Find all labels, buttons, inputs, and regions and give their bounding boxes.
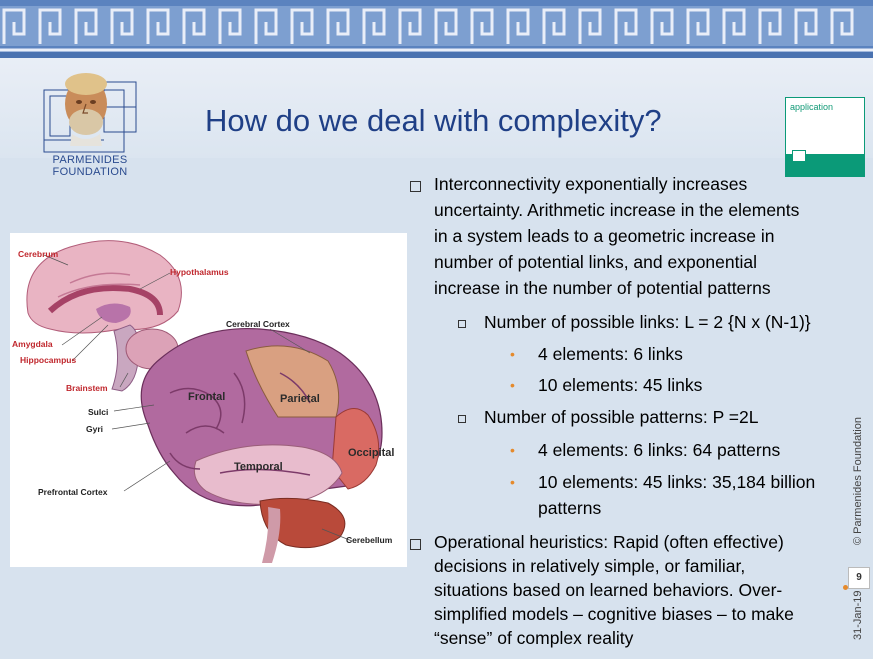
bullet-line: decisions in relatively simple, or famil… bbox=[434, 556, 746, 576]
label-amygdala: Amygdala bbox=[12, 339, 53, 349]
small-square-bullet-icon bbox=[458, 415, 466, 423]
logo-text-foundation: FOUNDATION bbox=[52, 166, 128, 178]
label-frontal: Frontal bbox=[188, 391, 226, 403]
brain-illustration: Cerebrum Hypothalamus Amygdala Hippocamp… bbox=[10, 233, 407, 567]
label-brainstem: Brainstem bbox=[66, 383, 108, 393]
label-cerebral-cortex: Cerebral Cortex bbox=[226, 319, 290, 329]
bullet-line: increase in the number of potential patt… bbox=[434, 278, 771, 298]
logo-text-parmenides: PARMENIDES bbox=[52, 154, 128, 166]
label-temporal: Temporal bbox=[234, 461, 283, 473]
page-marker-dot bbox=[843, 585, 848, 590]
small-square-bullet-icon bbox=[458, 320, 466, 328]
footer-copyright: © Parmenides Foundation bbox=[852, 417, 864, 545]
application-badge-label: application bbox=[790, 102, 834, 112]
label-occipital: Occipital bbox=[348, 447, 395, 459]
bullet-line: uncertainty. Arithmetic increase in the … bbox=[434, 200, 800, 220]
orange-dot-icon: • bbox=[510, 346, 515, 362]
detail-text: 10 elements: 45 links: 35,184 billion bbox=[538, 472, 816, 492]
parmenides-logo bbox=[42, 60, 142, 178]
label-cerebrum: Cerebrum bbox=[18, 249, 59, 259]
bullet-line: “sense” of complex reality bbox=[434, 628, 634, 648]
bullet-line: number of potential links, and exponenti… bbox=[434, 252, 757, 272]
badge-square-icon bbox=[792, 150, 806, 162]
header-band bbox=[0, 58, 873, 158]
detail-text: 4 elements: 6 links: 64 patterns bbox=[538, 440, 781, 460]
bullet-line: Operational heuristics: Rapid (often eff… bbox=[434, 532, 784, 552]
label-gyri: Gyri bbox=[86, 424, 104, 434]
detail-text: patterns bbox=[538, 498, 602, 518]
bullet-line: in a system leads to a geometric increas… bbox=[434, 226, 775, 246]
application-badge: application bbox=[785, 97, 865, 177]
orange-dot-icon: • bbox=[510, 474, 515, 490]
label-hypothalamus: Hypothalamus bbox=[170, 267, 229, 277]
greek-key-banner bbox=[0, 0, 873, 58]
label-hippocampus: Hippocampus bbox=[20, 355, 77, 365]
detail-text: 10 elements: 45 links bbox=[538, 375, 703, 395]
page-number: 9 bbox=[848, 567, 870, 589]
subbullet-text: Number of possible links: L = 2 {N x (N-… bbox=[484, 312, 811, 332]
orange-dot-icon: • bbox=[510, 442, 515, 458]
detail-text: 4 elements: 6 links bbox=[538, 344, 683, 364]
bullet-line: Interconnectivity exponentially increase… bbox=[434, 174, 748, 194]
square-bullet-icon bbox=[410, 539, 421, 550]
slide-title: How do we deal with complexity? bbox=[205, 103, 662, 138]
label-prefrontal-cortex: Prefrontal Cortex bbox=[38, 487, 108, 497]
orange-dot-icon: • bbox=[510, 377, 515, 393]
bullet-line: situations based on learned behaviors. O… bbox=[434, 580, 783, 600]
square-bullet-icon bbox=[410, 181, 421, 192]
footer-date: 31-Jan-19 bbox=[852, 590, 864, 640]
bullet-line: simplified models – cognitive biases – t… bbox=[434, 604, 794, 624]
footer-vertical: © Parmenides Foundation 31-Jan-19 bbox=[852, 400, 866, 640]
subbullet-text: Number of possible patterns: P =2L bbox=[484, 407, 759, 427]
label-parietal: Parietal bbox=[280, 393, 320, 405]
label-cerebellum: Cerebellum bbox=[346, 535, 393, 545]
label-sulci: Sulci bbox=[88, 407, 109, 417]
